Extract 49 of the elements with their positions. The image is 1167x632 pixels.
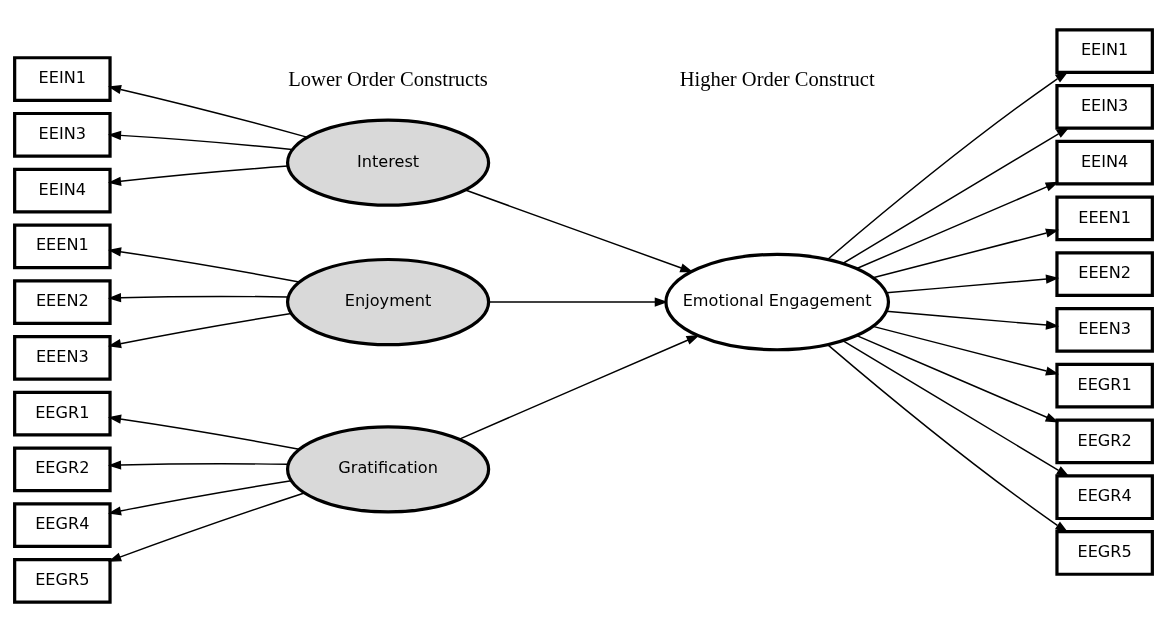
label: Lower Order Constructs — [288, 67, 488, 90]
node-box: EEEN2 — [1055, 251, 1154, 298]
node-ellipse: Enjoyment — [285, 257, 491, 347]
node-box: EEGR1 — [13, 390, 112, 437]
node-box: EEIN3 — [13, 111, 112, 158]
node-ellipse: Emotional Engagement — [664, 252, 891, 352]
arrow — [107, 312, 292, 349]
node-box: EEGR2 — [1055, 418, 1154, 465]
node-box: EEGR4 — [13, 502, 112, 548]
arrow — [827, 344, 1069, 533]
arrow — [842, 339, 1070, 478]
node-ellipse: Gratification — [285, 425, 491, 514]
node-box: EEGR2 — [13, 446, 112, 493]
node-box: EEGR5 — [1055, 530, 1154, 576]
arrow — [856, 334, 1059, 423]
arrow — [885, 310, 1060, 330]
node-box: EEIN3 — [1055, 84, 1154, 130]
arrow — [842, 127, 1070, 265]
node-box: EEIN4 — [13, 167, 112, 214]
node-box: EEIN4 — [1055, 139, 1154, 186]
arrow — [856, 181, 1059, 270]
label: Higher Order Construct — [679, 67, 875, 90]
arrow — [107, 460, 289, 470]
arrow — [488, 297, 668, 307]
arrow — [107, 247, 300, 283]
arrow — [827, 71, 1069, 261]
node-box: EEEN1 — [13, 223, 112, 270]
node-box: EEEN1 — [1055, 195, 1154, 242]
arrow — [872, 325, 1060, 376]
arrow — [872, 228, 1060, 279]
node-box: EEIN1 — [13, 56, 112, 102]
node-box: EEIN1 — [1055, 28, 1154, 75]
arrow — [458, 335, 700, 440]
arrow — [464, 189, 694, 273]
node-box: EEGR5 — [13, 557, 112, 604]
node-box: EEEN2 — [13, 279, 112, 325]
node-box: EEEN3 — [1055, 307, 1154, 353]
node-ellipse: Interest — [285, 118, 491, 207]
node-box: EEGR4 — [1055, 474, 1154, 521]
arrow — [107, 293, 289, 303]
arrow — [107, 492, 305, 562]
arrow — [107, 165, 289, 186]
node-box: EEGR1 — [1055, 362, 1154, 409]
node-box: EEEN3 — [13, 334, 112, 381]
arrow — [107, 414, 300, 450]
arrow — [885, 274, 1060, 294]
arrow — [107, 480, 292, 516]
arrow — [107, 84, 308, 138]
arrow — [107, 130, 293, 151]
